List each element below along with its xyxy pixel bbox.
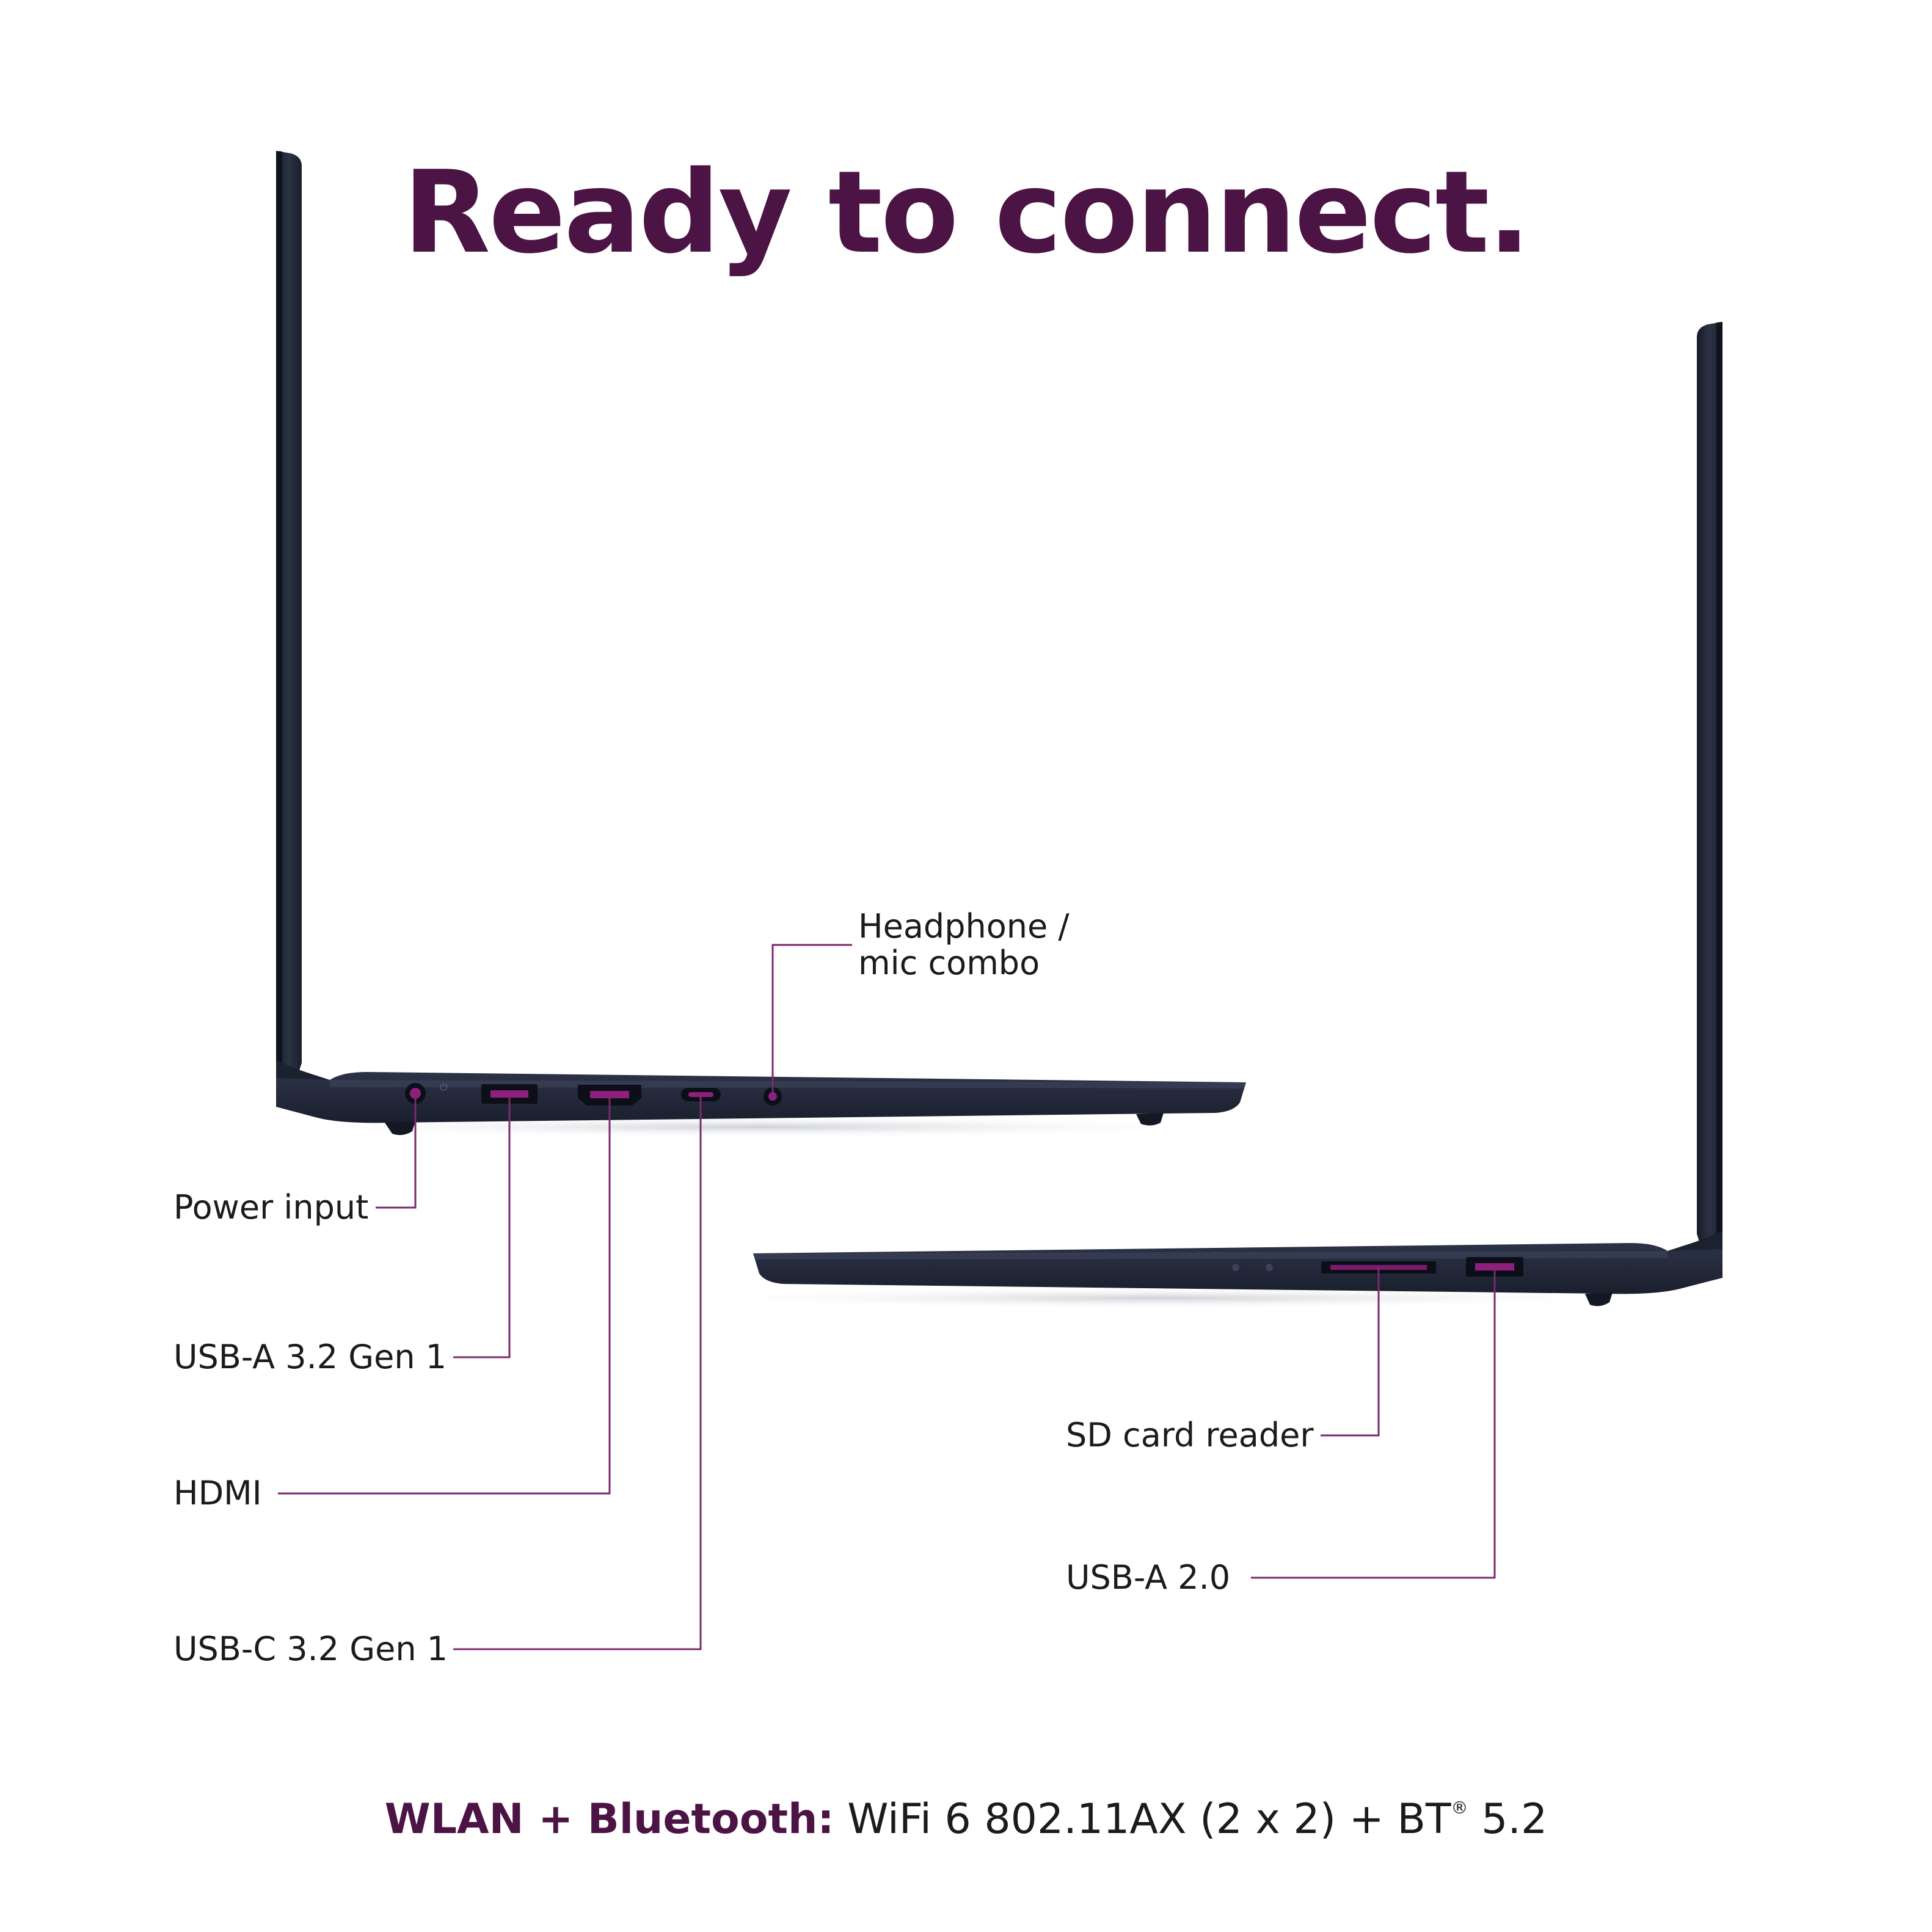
usb-c-32-leader bbox=[453, 1095, 702, 1650]
left-front-foot bbox=[1136, 1113, 1164, 1126]
power-icon: ⏻ bbox=[440, 1081, 448, 1093]
power-input-leader bbox=[376, 1093, 417, 1209]
right-laptop-shadow bbox=[672, 1287, 1649, 1309]
usb-a-20-label: USB-A 2.0 bbox=[1066, 1558, 1231, 1597]
power-input-label: Power input bbox=[173, 1188, 369, 1227]
left-base-highlight bbox=[330, 1080, 1246, 1088]
usb-a-32-leader bbox=[453, 1094, 511, 1358]
right-laptop-lid bbox=[1697, 322, 1722, 1278]
usb-c-32-label: USB-C 3.2 Gen 1 bbox=[173, 1630, 448, 1668]
right-lid-edge bbox=[1716, 322, 1722, 1278]
left-laptop-shadow bbox=[269, 1116, 1246, 1138]
wlan-bluetooth-spec: WLAN + Bluetooth: WiFi 6 802.11AX (2 x 2… bbox=[0, 1799, 1932, 1840]
headphone-leader bbox=[771, 944, 852, 1096]
left-rear-foot bbox=[385, 1121, 415, 1136]
hdmi-label: HDMI bbox=[173, 1474, 262, 1512]
headphone-label-line-1: Headphone / bbox=[858, 907, 1070, 946]
headphone-label-line-2: mic combo bbox=[858, 944, 1040, 982]
bt-version-text: 5.2 bbox=[1481, 1795, 1548, 1843]
sd-card-leader bbox=[1321, 1267, 1380, 1437]
headphone-mic-combo-label: Headphone / mic combo bbox=[858, 908, 1070, 982]
sd-card-reader-label: SD card reader bbox=[1066, 1416, 1314, 1454]
right-base-highlight bbox=[753, 1251, 1668, 1259]
page-title: Ready to connect. bbox=[403, 146, 1531, 279]
left-laptop: ⏻ bbox=[269, 151, 1246, 1138]
left-lid-edge bbox=[276, 151, 282, 1107]
wlan-spec-text: WiFi 6 802.11AX (2 x 2) + BT bbox=[847, 1795, 1451, 1843]
registered-mark: ® bbox=[1451, 1798, 1468, 1818]
right-laptop bbox=[672, 322, 1722, 1309]
leader-lines bbox=[278, 944, 1496, 1650]
status-led bbox=[1232, 1264, 1239, 1271]
right-rear-foot bbox=[1585, 1292, 1613, 1307]
usb-a-20-leader bbox=[1251, 1267, 1496, 1579]
usb-a-32-label: USB-A 3.2 Gen 1 bbox=[173, 1338, 447, 1376]
hdmi-leader bbox=[278, 1095, 611, 1495]
status-led-2 bbox=[1266, 1264, 1273, 1271]
wlan-bluetooth-heading: WLAN + Bluetooth: bbox=[384, 1795, 834, 1843]
left-laptop-lid bbox=[276, 151, 302, 1107]
